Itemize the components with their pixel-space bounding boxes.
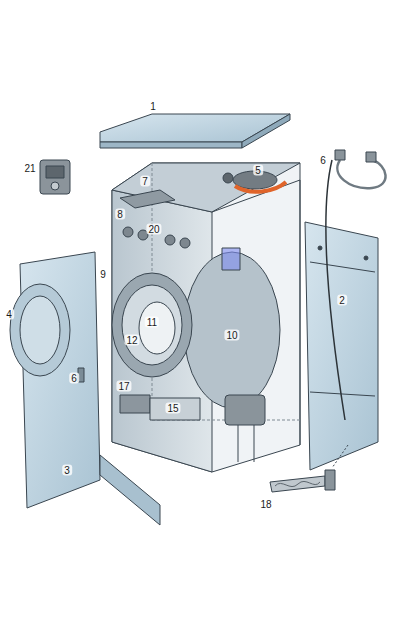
callout-number: 3 — [62, 465, 72, 476]
callout-number: 21 — [22, 163, 37, 174]
callout-number: 12 — [124, 335, 139, 346]
callout-number: 10 — [224, 330, 239, 341]
callout-number: 1 — [148, 101, 158, 112]
callout-number: 6 — [69, 373, 79, 384]
callout-number: 2 — [337, 295, 347, 306]
callout-number: 20 — [146, 224, 161, 235]
callout-number: 7 — [140, 176, 150, 187]
callout-number: 4 — [4, 309, 14, 320]
callout-number: 8 — [115, 209, 125, 220]
callout-number: 15 — [165, 403, 180, 414]
callout-number: 9 — [98, 269, 108, 280]
callout-number: 17 — [116, 381, 131, 392]
callout-number: 11 — [145, 317, 159, 328]
callout-number: 18 — [258, 499, 273, 510]
callout-number: 5 — [253, 165, 263, 176]
callout-number: 6 — [318, 155, 328, 166]
